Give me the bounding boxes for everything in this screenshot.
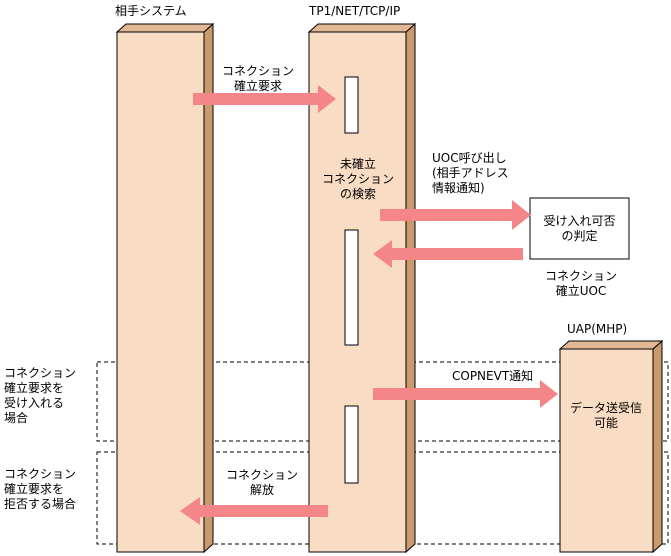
connect-request-label: コネクション 確立要求 <box>221 64 294 93</box>
uap-title: UAP(MHP) <box>567 322 628 336</box>
uoc-name-label: コネクション 確立UOC <box>544 269 617 298</box>
remote-system-title: 相手システム <box>115 4 187 18</box>
judge-label: 受け入れ可否 の判定 <box>543 214 616 243</box>
accept-case-box <box>96 361 669 442</box>
connect-request-arrow <box>193 85 336 113</box>
search-label: 未確立 コネクション の検索 <box>321 157 394 201</box>
release-label: コネクション 解放 <box>225 468 298 497</box>
data-exchange-label: データ送受信 可能 <box>569 401 642 430</box>
tp1-title: TP1/NET/TCP/IP <box>309 4 401 18</box>
accept-case-label: コネクション 確立要求を 受け入れる 場合 <box>4 366 77 425</box>
remote-system-lifeline <box>115 22 215 554</box>
activation-bar-1 <box>344 76 359 134</box>
judge-box <box>529 197 630 260</box>
copnevt-arrow <box>373 380 558 408</box>
activation-bar-2 <box>344 229 359 346</box>
reject-case-label: コネクション 確立要求を 拒否する場合 <box>4 467 77 511</box>
uap-lifeline <box>558 339 664 554</box>
uoc-call-arrow <box>380 200 531 230</box>
uoc-call-label: UOC呼び出し (相手アドレス 情報通知) <box>432 151 509 195</box>
copnevt-label: COPNEVT通知 <box>452 369 534 383</box>
activation-bar-3 <box>344 405 359 484</box>
uoc-return-arrow <box>373 240 523 268</box>
release-arrow <box>180 497 328 525</box>
